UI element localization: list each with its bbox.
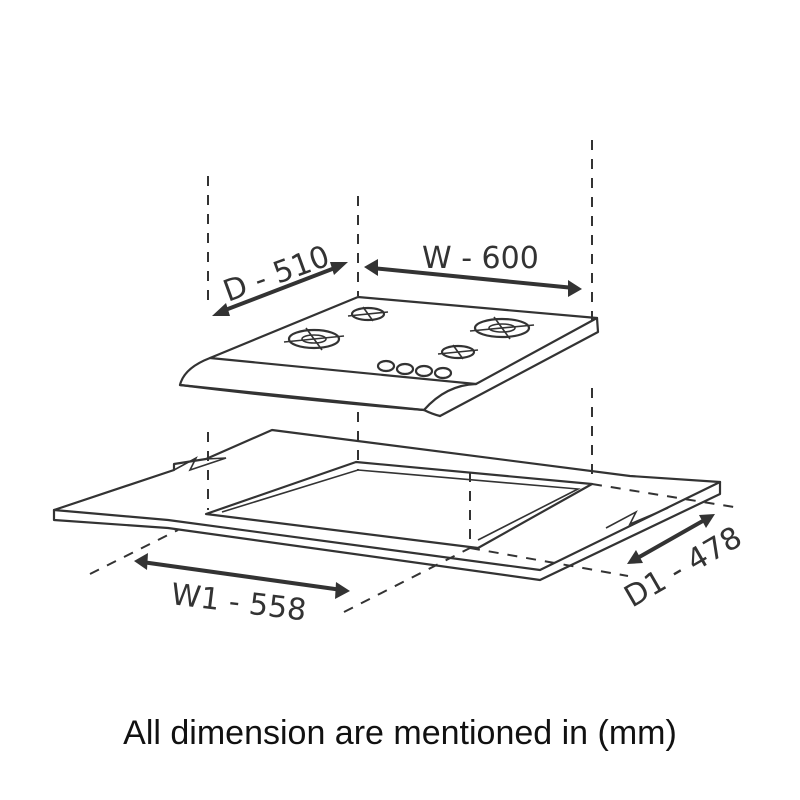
hob-right-edge <box>438 316 600 418</box>
countertop <box>52 428 722 582</box>
guide-lines <box>207 140 593 548</box>
cutout-opening <box>204 460 594 550</box>
burner-large-right-icon <box>469 316 535 340</box>
break-mark-right <box>605 507 669 529</box>
control-knobs <box>376 359 453 380</box>
bottom-guide-lines <box>89 483 741 613</box>
burner-large-left-icon <box>283 327 345 351</box>
width-label: W - 600 <box>422 241 539 276</box>
dimension-arrow-cutout-depth <box>627 514 715 564</box>
burner-small-top-icon <box>347 306 389 322</box>
dimension-arrow-cutout-width <box>134 553 350 599</box>
dimension-arrow-width <box>364 259 582 297</box>
burner-small-bottom-icon <box>437 344 479 360</box>
units-caption: All dimension are mentioned in (mm) <box>123 714 677 752</box>
depth-label: D - 510 <box>219 239 335 310</box>
break-mark-left <box>173 456 227 472</box>
cutout-width-label: W1 - 558 <box>169 577 308 628</box>
hob-appliance <box>178 295 600 418</box>
countertop-outline <box>52 428 722 582</box>
hob-front-edge <box>178 356 478 412</box>
dimension-arrow-depth <box>212 262 348 316</box>
hob-top-surface <box>208 295 599 386</box>
